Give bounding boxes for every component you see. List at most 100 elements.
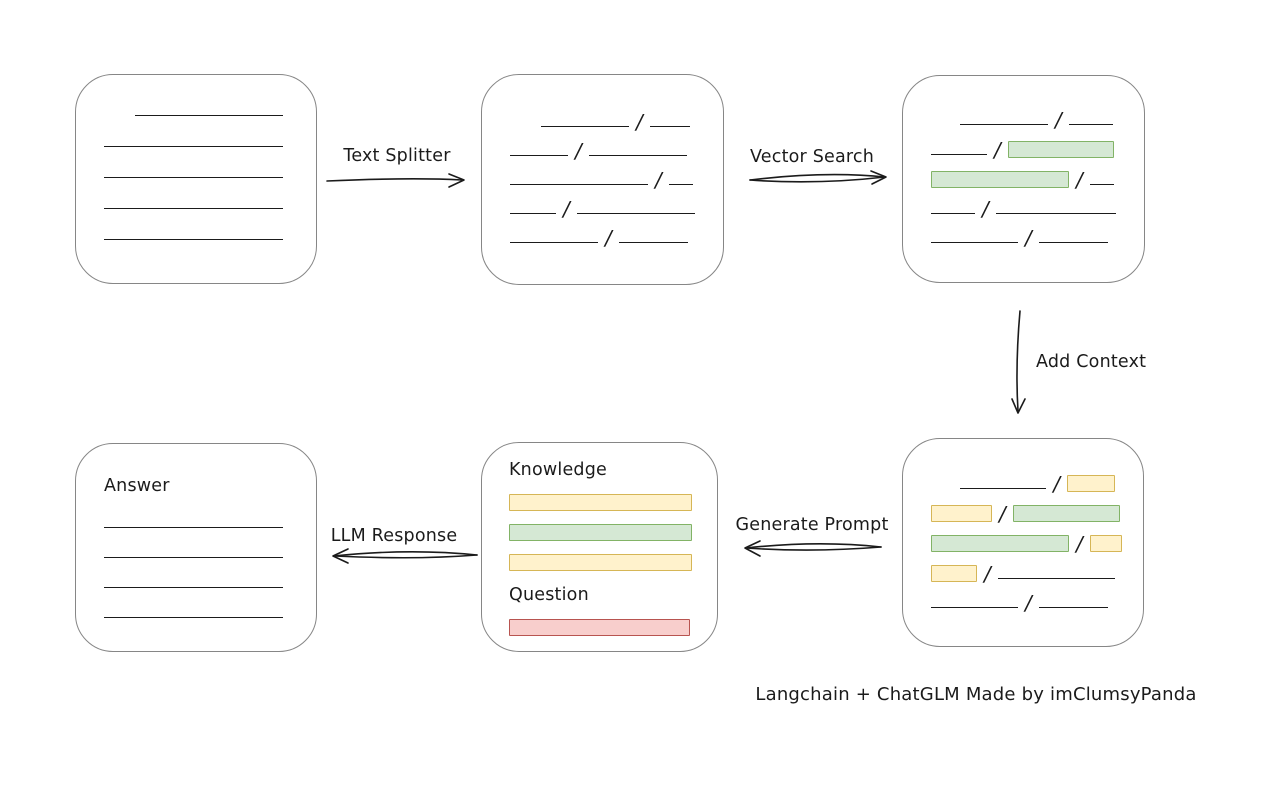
text-line bbox=[960, 487, 1047, 489]
text-row: / bbox=[931, 501, 1120, 526]
text-row bbox=[104, 115, 288, 119]
slash-separator: / bbox=[1025, 590, 1032, 615]
text-line bbox=[104, 616, 283, 618]
text-line bbox=[649, 125, 690, 127]
text-splitter-arrow bbox=[326, 173, 465, 188]
text-line bbox=[997, 577, 1115, 579]
text-row bbox=[104, 208, 288, 212]
slash-separator: / bbox=[605, 225, 612, 250]
slash-separator: / bbox=[999, 501, 1006, 526]
slash-separator: / bbox=[1076, 168, 1083, 192]
text-row: Knowledge bbox=[509, 459, 690, 481]
text-row bbox=[509, 493, 692, 511]
text-row bbox=[104, 586, 288, 591]
text-line bbox=[1038, 606, 1108, 608]
text-row bbox=[104, 526, 288, 531]
text-line bbox=[104, 556, 283, 558]
text-row: / bbox=[931, 168, 1116, 192]
yellow-highlight-bar bbox=[931, 504, 992, 522]
text-row bbox=[509, 523, 692, 541]
knowledge-label: Knowledge bbox=[509, 459, 607, 480]
text-line bbox=[588, 154, 687, 156]
text-row: / bbox=[931, 531, 1122, 556]
slash-separator: / bbox=[575, 138, 582, 163]
vector-search-arrow bbox=[749, 170, 887, 185]
slash-separator: / bbox=[982, 197, 989, 221]
red-highlight-bar bbox=[509, 618, 690, 636]
node-answer: Answer bbox=[75, 443, 317, 652]
green-highlight-bar bbox=[931, 171, 1069, 188]
arrow-label-add-context: Add Context bbox=[1036, 352, 1147, 372]
text-row bbox=[104, 616, 288, 621]
text-line bbox=[104, 586, 283, 588]
arrow-label-llm-response: LLM Response bbox=[330, 526, 458, 546]
text-line bbox=[995, 213, 1116, 214]
text-line bbox=[104, 239, 283, 240]
text-row: / bbox=[510, 109, 695, 134]
text-line bbox=[931, 242, 1018, 243]
slash-separator: / bbox=[1025, 226, 1032, 250]
diagram-caption: Langchain + ChatGLM Made by imClumsyPand… bbox=[755, 684, 1197, 705]
green-highlight-bar bbox=[509, 523, 692, 541]
arrow-label-generate-prompt: Generate Prompt bbox=[735, 515, 889, 535]
text-line bbox=[510, 212, 556, 214]
text-row: / bbox=[931, 590, 1115, 615]
green-highlight-bar bbox=[1007, 141, 1114, 158]
slash-separator: / bbox=[563, 196, 570, 221]
generate-prompt-arrow bbox=[744, 540, 882, 557]
question-label: Question bbox=[509, 584, 589, 605]
answer-label: Answer bbox=[104, 475, 170, 496]
slash-separator: / bbox=[1076, 531, 1083, 556]
node-context-chunks: / / / / / bbox=[902, 438, 1144, 647]
slash-separator: / bbox=[984, 561, 991, 586]
text-line bbox=[931, 606, 1018, 608]
text-row bbox=[104, 556, 288, 561]
slash-separator: / bbox=[1055, 108, 1062, 132]
arrow-label-text-splitter: Text Splitter bbox=[343, 146, 451, 166]
yellow-highlight-bar bbox=[1067, 474, 1115, 492]
yellow-highlight-bar bbox=[509, 553, 692, 571]
text-row bbox=[104, 146, 288, 150]
yellow-highlight-bar bbox=[1089, 534, 1122, 552]
text-row: / bbox=[931, 138, 1116, 162]
text-row: / bbox=[510, 167, 695, 192]
add-context-arrow bbox=[1011, 310, 1026, 414]
text-row: / bbox=[931, 108, 1116, 132]
text-line bbox=[104, 146, 283, 147]
text-row: / bbox=[931, 471, 1115, 496]
slash-separator: / bbox=[1053, 471, 1060, 496]
text-row: / bbox=[510, 196, 695, 221]
text-line bbox=[931, 213, 975, 214]
text-line bbox=[510, 154, 568, 156]
text-row: / bbox=[510, 138, 695, 163]
slash-separator: / bbox=[994, 138, 1001, 162]
text-row bbox=[104, 239, 288, 243]
text-line bbox=[135, 115, 283, 116]
green-highlight-bar bbox=[931, 534, 1069, 552]
text-row: / bbox=[931, 197, 1116, 221]
green-highlight-bar bbox=[1012, 504, 1120, 522]
text-row: / bbox=[931, 561, 1115, 586]
text-line bbox=[960, 124, 1048, 125]
text-line bbox=[104, 526, 283, 528]
text-row bbox=[509, 553, 692, 571]
slash-separator: / bbox=[636, 109, 643, 134]
slash-separator: / bbox=[655, 167, 662, 192]
text-line bbox=[1038, 242, 1108, 243]
text-row: / bbox=[931, 226, 1116, 250]
text-line bbox=[510, 241, 598, 243]
yellow-highlight-bar bbox=[509, 493, 692, 511]
text-row: Answer bbox=[104, 475, 288, 497]
text-line bbox=[618, 241, 688, 243]
text-line bbox=[668, 183, 693, 185]
yellow-highlight-bar bbox=[931, 564, 977, 582]
node-source-document bbox=[75, 74, 317, 284]
text-line bbox=[104, 208, 283, 209]
text-line bbox=[931, 154, 987, 155]
arrow-label-vector-search: Vector Search bbox=[749, 147, 875, 167]
text-row: Question bbox=[509, 584, 690, 606]
text-line bbox=[541, 125, 629, 127]
llm-response-arrow bbox=[332, 548, 478, 564]
text-line bbox=[1089, 184, 1114, 185]
